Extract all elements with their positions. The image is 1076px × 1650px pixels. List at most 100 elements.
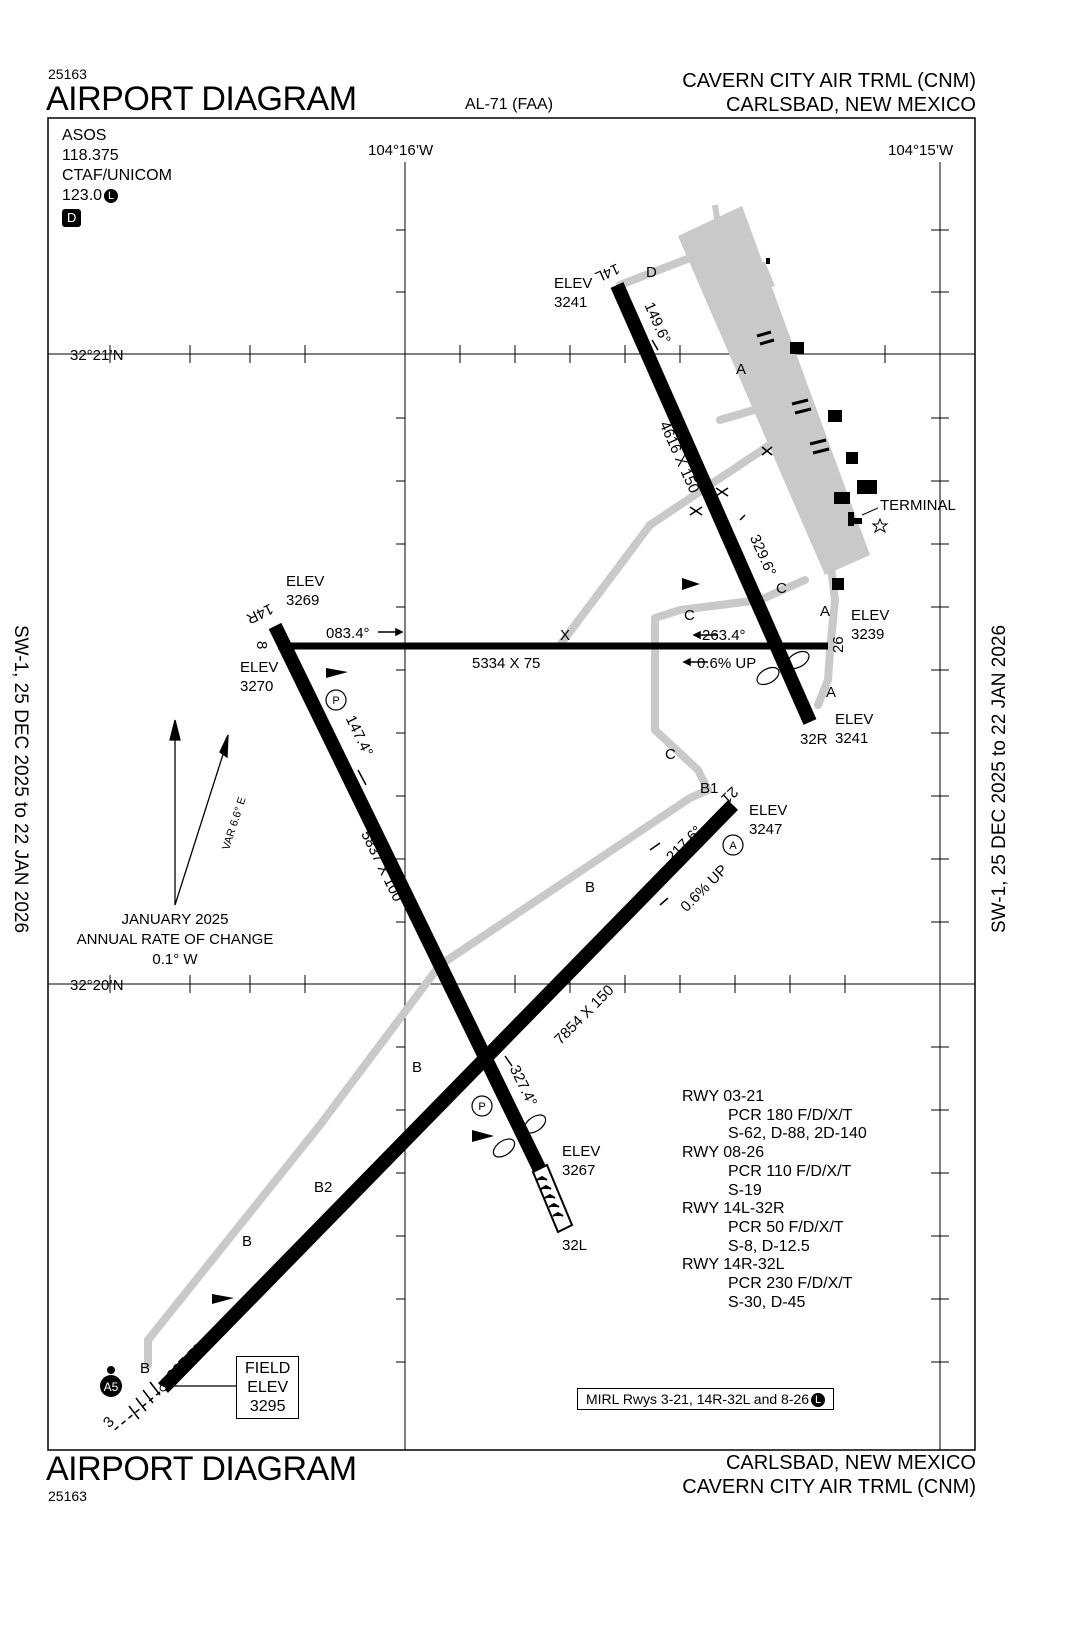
taxiway-a-label-3: A xyxy=(826,684,836,701)
elev-14r-label: ELEV xyxy=(286,573,324,590)
asos-label: ASOS xyxy=(62,127,107,144)
hot-spot-marks xyxy=(689,446,773,516)
pcr-row-pcr: PCR 230 F/D/X/T xyxy=(728,1275,853,1293)
elev-26-value: 3239 xyxy=(851,626,884,643)
magvar-date: JANUARY 2025 xyxy=(121,911,228,928)
runway-32r-label: 32R xyxy=(800,731,828,748)
runway-8-label: 8 xyxy=(253,641,270,649)
chart-number-bottom: 25163 xyxy=(48,1488,87,1504)
terminal-label: TERMINAL xyxy=(880,497,956,514)
runway-14r-32l xyxy=(268,622,547,1174)
grid-ticks xyxy=(109,229,949,1363)
pcr-row-rwy: RWY 03-21 xyxy=(682,1088,765,1105)
magvar-label: VAR 6.6° E xyxy=(220,796,248,852)
ctaf-label: CTAF/UNICOM xyxy=(62,167,172,184)
runway-32l-blast-pad xyxy=(531,1163,574,1234)
rwy-26-bearing: 263.4° xyxy=(702,627,746,644)
elev-21-value: 3247 xyxy=(749,821,782,838)
elev-8-value: 3270 xyxy=(240,678,273,695)
papi-vasi-symbols xyxy=(212,578,700,1304)
apron-markings xyxy=(756,330,830,455)
pcr-row-rwy: RWY 14R-32L xyxy=(682,1256,785,1274)
runway-3-approach-lights xyxy=(111,1381,161,1433)
rwy-8-26-dims: 5334 X 75 xyxy=(472,655,540,672)
elev-32r-value: 3241 xyxy=(835,730,868,747)
lat-label-bottom: 32°20’N xyxy=(70,977,124,994)
lon-label-left: 104°16’W xyxy=(368,142,434,159)
taxiway-c-label-1: C xyxy=(776,580,787,597)
magvar-rate-value: 0.1° W xyxy=(152,951,198,968)
a5-label: A5 xyxy=(104,1380,119,1394)
rwy-8-bearing: 083.4° xyxy=(326,625,370,642)
rwy-14r-bearing: 147.4° xyxy=(342,713,376,760)
wind-indicators xyxy=(492,650,810,1158)
elev-14r-value: 3269 xyxy=(286,592,319,609)
pcr-row-gear: S-62, D-88, 2D-140 xyxy=(728,1125,867,1143)
elev-32l-value: 3267 xyxy=(562,1162,595,1179)
taxiway-b-label-2: B xyxy=(412,1059,422,1076)
field-elev-label-2: ELEV xyxy=(247,1379,289,1396)
terminal-apron xyxy=(678,206,870,575)
taxiway-a-label-1: A xyxy=(736,361,746,378)
airport-name-bottom: CAVERN CITY AIR TRML (CNM) xyxy=(682,1476,976,1498)
taxiway-c-label-3: C xyxy=(665,746,676,763)
elev-32l-label: ELEV xyxy=(562,1143,600,1160)
elev-21-label: ELEV xyxy=(749,802,787,819)
runway-14l-label: 14L xyxy=(592,260,622,286)
location-top: CARLSBAD, NEW MEXICO xyxy=(725,94,976,116)
magvar-rate-label: ANNUAL RATE OF CHANGE xyxy=(77,931,274,948)
taxiway-b-label-1: B xyxy=(585,879,595,896)
elev-26-label: ELEV xyxy=(851,607,889,624)
d-atis-box: D xyxy=(62,209,82,227)
magnetic-variation-arrows xyxy=(169,719,229,906)
airport-name-top: CAVERN CITY AIR TRML (CNM) xyxy=(682,70,976,92)
runway-26-label: 26 xyxy=(830,636,847,653)
rwy-3-bearing: 037.5° xyxy=(164,1341,207,1384)
mirl-text: MIRL Rwys 3-21, 14R-32L and 8-26 xyxy=(586,1391,810,1407)
pcr-row-pcr: PCR 50 F/D/X/T xyxy=(728,1218,844,1236)
lon-label-right: 104°15’W xyxy=(888,142,954,159)
field-elev-label-1: FIELD xyxy=(245,1360,291,1377)
taxiway-b-label-3: B xyxy=(242,1233,252,1250)
elev-14l-label: ELEV xyxy=(554,275,592,292)
taxiway-a-label-2: A xyxy=(820,603,830,620)
diagram-frame xyxy=(47,117,976,1451)
pcr-table: RWY 03-21 PCR 180 F/D/X/T S-62, D-88, 2D… xyxy=(682,1088,867,1312)
taxiway-x-label: X xyxy=(560,627,570,644)
pcr-row-gear: S-8, D-12.5 xyxy=(728,1237,810,1255)
field-elevation-box: FIELD ELEV 3295 xyxy=(236,1356,300,1419)
pcr-row-gear: S-19 xyxy=(728,1181,762,1199)
runway-3-21 xyxy=(157,800,739,1393)
location-bottom: CARLSBAD, NEW MEXICO xyxy=(725,1452,976,1474)
papi-circle-a xyxy=(722,834,744,856)
runways xyxy=(157,282,828,1393)
field-elev-value: 3295 xyxy=(249,1398,286,1415)
runway-32l-label: 32L xyxy=(562,1237,587,1254)
chart-number-top: 25163 xyxy=(48,66,87,82)
elev-8-label: ELEV xyxy=(240,659,278,676)
pcr-row-rwy: RWY 14L-32R xyxy=(682,1200,785,1218)
pcr-row-pcr: PCR 180 F/D/X/T xyxy=(728,1106,853,1124)
papi-circle-p-2 xyxy=(471,1095,493,1117)
papi-a-label: A xyxy=(729,840,737,852)
pcr-row-pcr: PCR 110 F/D/X/T xyxy=(728,1162,852,1180)
papi-circle-p-1 xyxy=(325,689,347,711)
ctaf-part-time-badge: L xyxy=(104,188,119,203)
elev-14l-value: 3241 xyxy=(554,294,587,311)
chart-code: AL-71 (FAA) xyxy=(465,96,554,113)
elev-32r-label: ELEV xyxy=(835,711,873,728)
taxiway-b1-label: B1 xyxy=(700,780,718,797)
taxiway-c-label-2: C xyxy=(684,607,695,624)
runway-14r-label: 14R xyxy=(244,600,276,627)
papi-p-label-1: P xyxy=(332,695,339,707)
a5-circle xyxy=(100,1375,122,1397)
ctaf-frequency: 123.0 xyxy=(62,187,103,204)
chart-title-bottom: AIRPORT DIAGRAM xyxy=(46,1450,357,1488)
taxiway-d-label: D xyxy=(646,264,657,281)
chart-title-top: AIRPORT DIAGRAM xyxy=(46,80,357,118)
bearing-arrows xyxy=(189,339,746,1364)
taxiway-b2-label: B2 xyxy=(314,1179,332,1196)
